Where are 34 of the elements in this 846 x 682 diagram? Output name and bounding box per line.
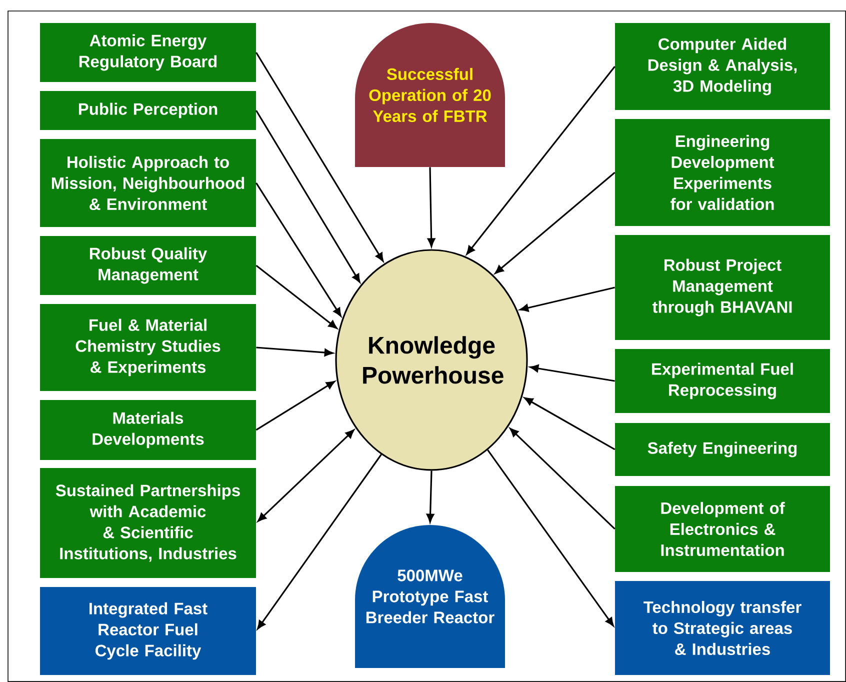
- topic-box: Sustained Partnerships with Academic & Scientific Institutions, Industries: [40, 468, 256, 578]
- topic-box: Experimental Fuel Reprocessing: [615, 349, 830, 413]
- topic-box: Engineering Development Experiments for validation: [615, 119, 830, 226]
- topic-box: Robust Project Management through BHAVANI: [615, 234, 830, 340]
- arrow: [466, 66, 616, 255]
- arrow: [426, 470, 434, 523]
- topic-box: Computer Aided Design & Analysis, 3D Modeling: [615, 23, 830, 110]
- arrow: [427, 167, 436, 247]
- arrow: [257, 454, 382, 630]
- topic-box: Safety Engineering: [615, 422, 830, 476]
- topic-box: Integrated Fast Reactor Fuel Cycle Facility: [40, 586, 256, 675]
- topic-box: Holistic Approach to Mission, Neighbourhood & Environment: [40, 139, 256, 227]
- arrow: [524, 397, 616, 450]
- arrow: [510, 428, 616, 530]
- topic-box: Public Perception: [40, 90, 256, 130]
- topic-box: Fuel & Material Chemistry Studies & Experiments: [40, 304, 256, 391]
- dome-box: 500MWe Prototype Fast Breeder Reactor: [355, 524, 505, 668]
- topic-box: Development of Electronics & Instrumentation: [615, 486, 830, 572]
- arrow: [256, 110, 360, 283]
- arrow: [520, 286, 615, 312]
- arrow: [487, 449, 614, 626]
- topic-box: Technology transfer to Strategic areas & Industries: [615, 580, 830, 675]
- arrow: [256, 380, 336, 431]
- topic-box: Robust Quality Management: [40, 236, 256, 295]
- topic-box: Atomic Energy Regulatory Board: [40, 23, 256, 82]
- arrow: [256, 346, 334, 356]
- arrow: [494, 172, 616, 274]
- dome-box: Successful Operation of 20 Years of FBTR: [355, 23, 505, 167]
- arrow: [530, 364, 615, 382]
- arrow: [258, 430, 354, 522]
- arrow: [256, 182, 342, 317]
- topic-box: Materials Developments: [40, 400, 256, 460]
- arrow: [256, 52, 384, 262]
- arrow: [256, 264, 338, 329]
